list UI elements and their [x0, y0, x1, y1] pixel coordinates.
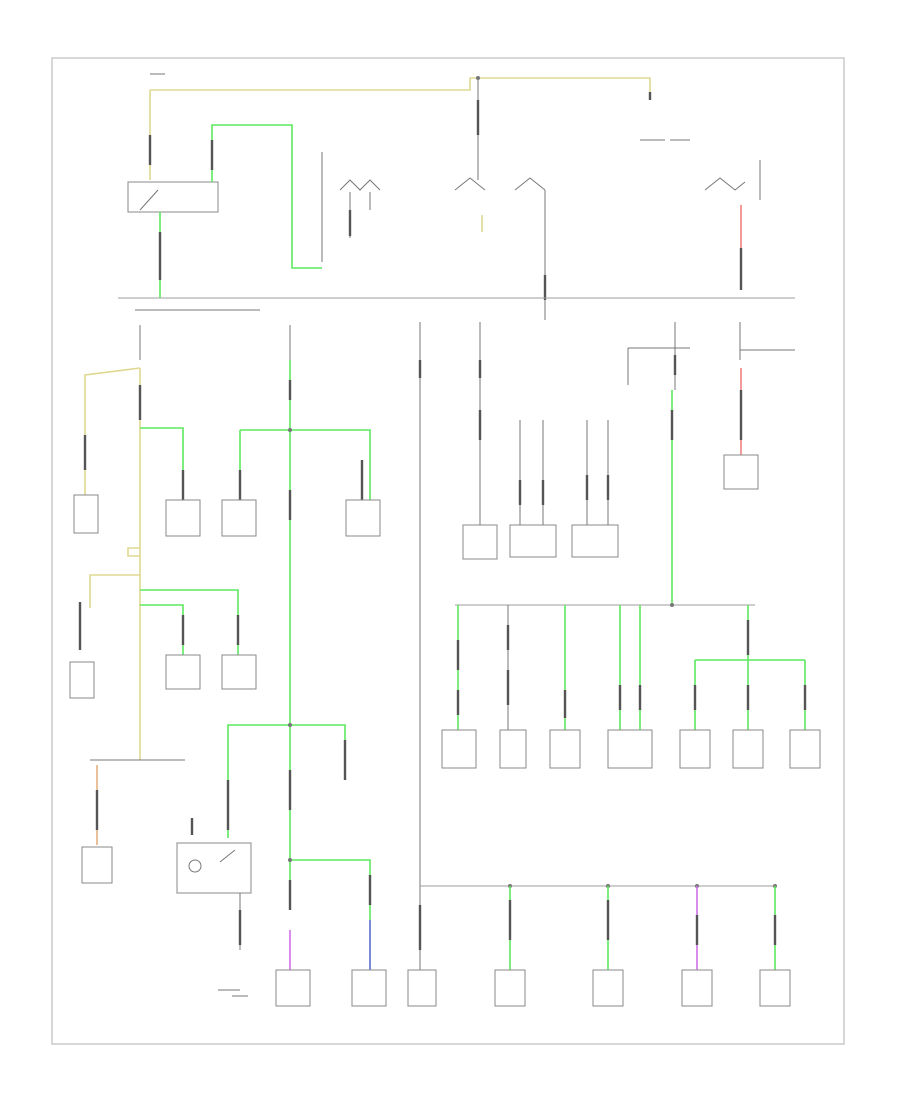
component-box: [351, 969, 387, 1007]
component-box: [165, 499, 201, 537]
component-box: [69, 661, 95, 699]
component-box: [165, 654, 201, 690]
component-box: [462, 524, 498, 560]
component-box: [81, 846, 113, 884]
component-box: [571, 524, 619, 558]
component-box: [723, 454, 759, 490]
component-box: [73, 494, 99, 534]
ignition-switch: [127, 181, 219, 213]
component-box: [345, 499, 381, 537]
relay-box: [176, 842, 252, 894]
component-box: [275, 969, 311, 1007]
component-box: [221, 654, 257, 690]
component-box: [509, 524, 557, 558]
top-feed: [148, 73, 690, 180]
left-section: [69, 309, 260, 884]
component-box: [681, 969, 713, 1007]
center-left-section: [176, 325, 387, 1007]
component-box: [679, 729, 711, 769]
relay-coil: [188, 859, 202, 873]
component-box: [607, 729, 653, 769]
component-box: [592, 969, 624, 1007]
component-box: [549, 729, 581, 769]
diagram-frame: [51, 57, 845, 1045]
component-box: [221, 499, 257, 537]
component-box: [759, 969, 791, 1007]
ignition-switch-block: [127, 124, 323, 298]
fuse-symbols-top: [339, 160, 761, 320]
component-box: [441, 729, 477, 769]
bottom-row: [407, 884, 791, 1007]
component-box: [499, 729, 527, 769]
component-box: [789, 729, 821, 769]
component-box: [407, 969, 437, 1007]
component-box: [494, 969, 526, 1007]
component-box: [732, 729, 764, 769]
right-section: [418, 322, 821, 975]
